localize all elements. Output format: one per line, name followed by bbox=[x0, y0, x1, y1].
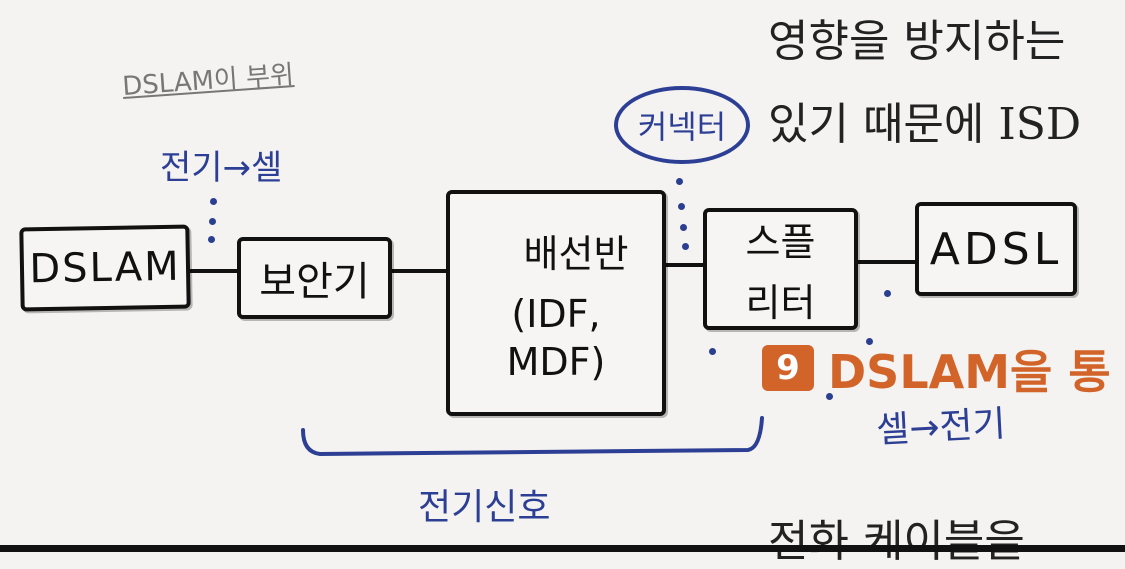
dslam-box: DSLAM bbox=[19, 224, 191, 312]
dot-mark bbox=[678, 203, 685, 210]
printed-text-line-1: 영향을 방지하는 bbox=[768, 16, 1066, 67]
dot-mark bbox=[210, 198, 217, 205]
section-number: 9 bbox=[776, 348, 800, 388]
adsl-box: ADSL bbox=[915, 202, 1077, 296]
distribution-label-1: 배선반 bbox=[523, 231, 629, 276]
adsl-label: ADSL bbox=[929, 223, 1063, 275]
splitter-label-2: 리터 bbox=[745, 281, 816, 325]
dot-mark bbox=[208, 236, 215, 243]
bottom-edge-shadow bbox=[0, 545, 1125, 552]
dslam-label: DSLAM bbox=[28, 243, 182, 293]
dot-mark bbox=[884, 290, 891, 297]
annotation-electric-signal: 전기신호 bbox=[418, 487, 551, 528]
splitter-box: 스플 리터 bbox=[703, 208, 858, 330]
dot-mark bbox=[866, 338, 873, 345]
dot-mark bbox=[676, 178, 683, 185]
dot-mark bbox=[826, 393, 833, 400]
dot-mark bbox=[682, 243, 689, 250]
section-heading: DSLAM을 통 bbox=[828, 345, 1111, 399]
distribution-frame-box: 배선반 (IDF, MDF) bbox=[446, 190, 666, 416]
link-distribution-splitter bbox=[663, 263, 705, 267]
annotation-elec-to-cell: 전기→셀 bbox=[160, 148, 283, 188]
protector-box: 보안기 bbox=[237, 237, 392, 319]
link-protector-distribution bbox=[389, 269, 449, 273]
printed-text-line-2: 있기 때문에 ISD bbox=[768, 99, 1082, 150]
protector-label: 보안기 bbox=[259, 259, 370, 305]
splitter-label-1: 스플 bbox=[745, 220, 816, 264]
dot-mark bbox=[709, 348, 716, 355]
printed-text-line-3: 전화 케이블을 bbox=[768, 516, 1025, 567]
distribution-label-2: (IDF, bbox=[511, 291, 601, 336]
section-number-badge: 9 bbox=[762, 345, 814, 391]
dot-mark bbox=[680, 224, 687, 231]
link-dslam-protector bbox=[187, 269, 239, 273]
annotation-cell-to-elec: 셀→전기 bbox=[875, 403, 1007, 452]
link-splitter-adsl bbox=[855, 260, 919, 264]
annotation-connector: 커넥터 bbox=[637, 108, 727, 146]
distribution-label-3: MDF) bbox=[506, 339, 606, 384]
handwritten-note-top: DSLAM이 부위 bbox=[121, 60, 295, 102]
dot-mark bbox=[209, 218, 216, 225]
connector-annotation-circle: 커넥터 bbox=[614, 86, 750, 164]
